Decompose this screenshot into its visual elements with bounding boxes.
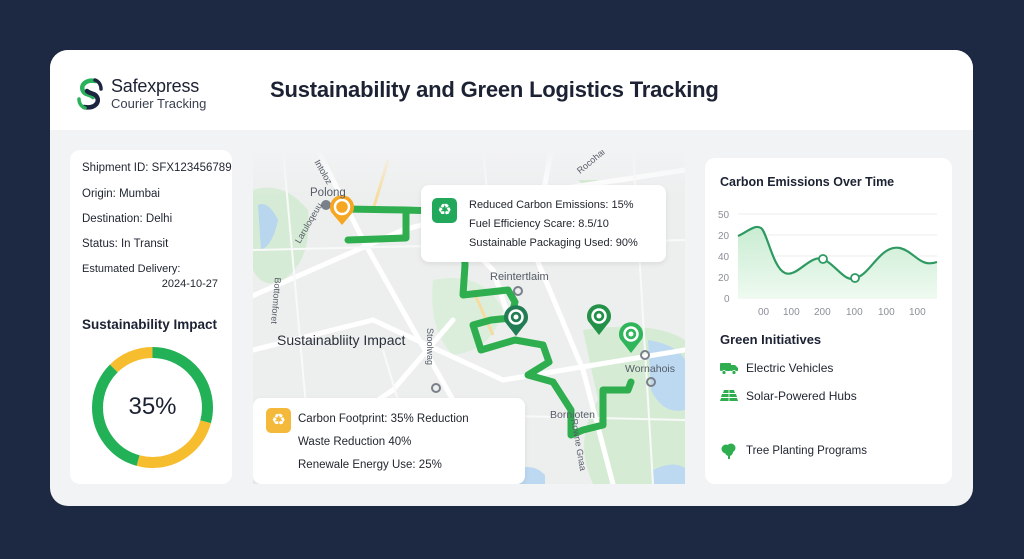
page-title: Sustainability and Green Logistics Track… <box>270 77 719 102</box>
svg-text:40: 40 <box>718 252 730 263</box>
brand-subtitle: Courier Tracking <box>111 96 207 111</box>
solar-panel-icon <box>720 390 738 401</box>
svg-text:00: 00 <box>758 307 770 318</box>
shipment-origin: Origin: Mumbai <box>82 188 160 200</box>
emissions-info-card: ♻ Reduced Carbon Emissions: 15% Fuel Eff… <box>421 185 666 262</box>
map-label-reintertaim: Reintertlaim <box>490 271 549 283</box>
stop-pin-icon[interactable] <box>504 305 528 336</box>
map-label-polong: Polong <box>310 187 346 199</box>
sustainability-donut-chart <box>92 347 213 468</box>
route-map[interactable]: Polong Reintertlaim Wornahois Bornioten … <box>253 150 685 484</box>
footprint-info-card: ♻ Carbon Footprint: 35% Reduction Waste … <box>253 398 525 484</box>
info-line: Fuel Efficiency Scare: 8.5/10 <box>469 218 609 230</box>
carbon-emissions-chart: 50 20 40 20 0 00 100 200 100 100 100 <box>718 210 938 318</box>
tree-icon <box>721 443 736 459</box>
info-line: Renewale Energy Use: 25% <box>298 459 442 471</box>
estimated-delivery-label: Estumated Delivery: <box>82 263 181 275</box>
info-line: Waste Reduction 40% <box>298 436 412 448</box>
map-street-label: Stoolwag <box>425 328 435 366</box>
chart-point-marker <box>818 254 828 264</box>
svg-text:100: 100 <box>878 307 895 318</box>
info-line: Sustainable Packaging Used: 90% <box>469 237 638 249</box>
app-window: Safexpress Courier Tracking Sustainabili… <box>50 50 973 506</box>
svg-text:50: 50 <box>718 210 730 221</box>
chart-title: Carbon Emissions Over Time <box>720 175 895 189</box>
map-label-wornahois: Wornahois <box>625 363 675 375</box>
stop-pin-icon[interactable] <box>587 304 611 335</box>
destination-pin-icon[interactable] <box>619 322 643 353</box>
map-label-bornioten: Bornioten <box>550 409 595 421</box>
initiative-electric-vehicles: Electric Vehicles <box>720 361 833 375</box>
svg-text:100: 100 <box>909 307 926 318</box>
truck-icon <box>720 363 738 375</box>
svg-text:100: 100 <box>846 307 863 318</box>
map-overlay-title: Sustainabliity Impact <box>277 332 406 348</box>
recycle-icon: ♻ <box>266 408 291 433</box>
shipment-status: Status: In Transit <box>82 238 169 250</box>
shipment-id: Shipment ID: SFX123456789 <box>82 162 232 174</box>
initiative-solar-hubs: Solar-Powered Hubs <box>720 389 857 403</box>
header: Safexpress Courier Tracking Sustainabili… <box>50 50 973 130</box>
brand-name: Safexpress <box>111 76 200 96</box>
brand: Safexpress Courier Tracking <box>111 77 206 111</box>
sustainability-percent: 35% <box>128 393 177 420</box>
svg-text:0: 0 <box>724 294 730 305</box>
info-line: Reduced Carbon Emissions: 15% <box>469 199 634 211</box>
initiative-tree-planting: Tree Planting Programs <box>720 443 867 459</box>
initiative-label: Solar-Powered Hubs <box>746 389 857 403</box>
swirl-s-logo-icon <box>77 78 103 110</box>
chart-point-marker <box>850 273 860 283</box>
initiative-label: Electric Vehicles <box>746 361 834 375</box>
recycle-icon: ♻ <box>432 198 457 223</box>
svg-text:20: 20 <box>718 231 730 242</box>
initiative-label: Tree Planting Programs <box>746 445 868 457</box>
svg-text:100: 100 <box>783 307 800 318</box>
estimated-delivery-date: 2024-10-27 <box>161 278 218 290</box>
info-line: Carbon Footprint: 35% Reduction <box>298 413 469 425</box>
origin-pin-icon[interactable] <box>330 195 354 225</box>
sustainability-impact-title: Sustainability Impact <box>82 317 218 332</box>
shipment-details-card: Shipment ID: SFX123456789 Origin: Mumbai… <box>70 150 232 484</box>
emissions-initiatives-card: Carbon Emissions Over Time 50 2 <box>705 158 952 484</box>
svg-text:200: 200 <box>814 307 831 318</box>
shipment-destination: Destination: Delhi <box>82 213 173 225</box>
svg-text:20: 20 <box>718 273 730 284</box>
map-canvas[interactable] <box>253 150 685 484</box>
green-initiatives-title: Green Initiatives <box>720 332 822 347</box>
